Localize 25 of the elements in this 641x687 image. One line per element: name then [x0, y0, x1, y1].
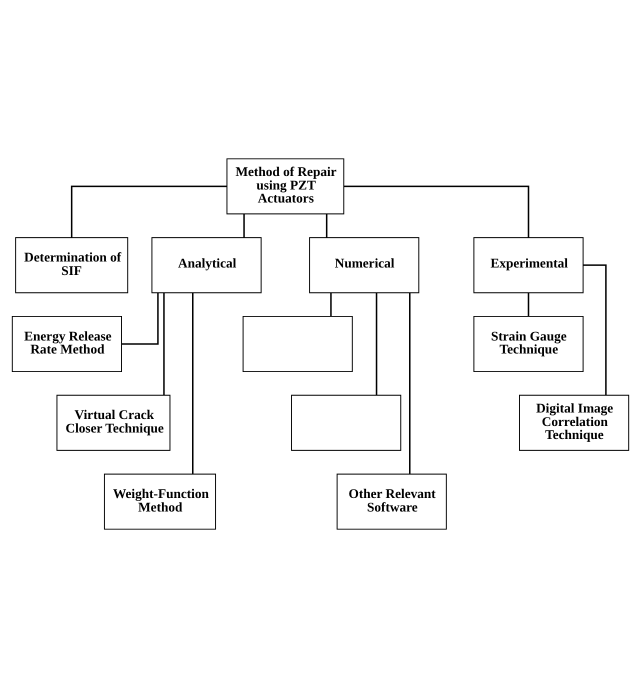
node-box: Weight-Function Method: [104, 473, 216, 530]
node-box: Virtual Crack Closer Technique: [56, 394, 170, 450]
connector: [163, 292, 165, 395]
node-box: Energy Release Rate Method: [12, 315, 122, 372]
node-box: [291, 394, 402, 450]
node-box: Numerical: [309, 236, 420, 293]
connector: [122, 292, 159, 344]
node-box: Other Relevant Software: [336, 473, 447, 530]
connector: [192, 292, 194, 474]
connector: [243, 213, 245, 237]
connector: [344, 185, 530, 238]
node-box: [242, 315, 353, 372]
connector: [326, 213, 328, 237]
connector: [70, 185, 227, 238]
node-box: Digital Image Correlation Technique: [519, 394, 630, 450]
connector: [376, 292, 378, 395]
node-box: Analytical: [151, 236, 262, 293]
node-box: Determination of SIF: [15, 236, 128, 293]
node-box: Strain Gauge Technique: [473, 315, 584, 372]
connector: [409, 292, 411, 474]
connector: [330, 292, 332, 316]
node-box: Method of Repair using PZT Actuators: [226, 158, 344, 214]
connector: [528, 292, 530, 316]
connector: [584, 264, 607, 394]
node-box: Experimental: [473, 236, 584, 293]
